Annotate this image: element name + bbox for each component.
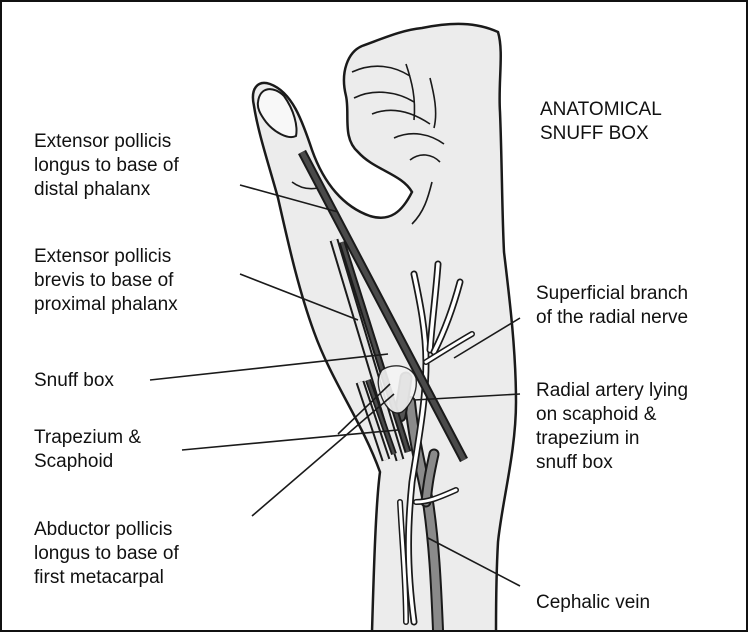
label-snuff-box: Snuff box [34,369,114,393]
label-extensor-pollicis-longus: Extensor pollicis longus to base of dist… [34,130,179,202]
title-label: ANATOMICAL SNUFF BOX [540,98,662,146]
label-radial-nerve: Superficial branch of the radial nerve [536,282,688,330]
label-abductor-pollicis-longus: Abductor pollicis longus to base of firs… [34,518,179,590]
label-extensor-pollicis-brevis: Extensor pollicis brevis to base of prox… [34,245,178,317]
label-cephalic-vein: Cephalic vein [536,591,650,615]
label-trapezium-scaphoid: Trapezium & Scaphoid [34,426,141,474]
label-radial-artery: Radial artery lying on scaphoid & trapez… [536,379,688,475]
